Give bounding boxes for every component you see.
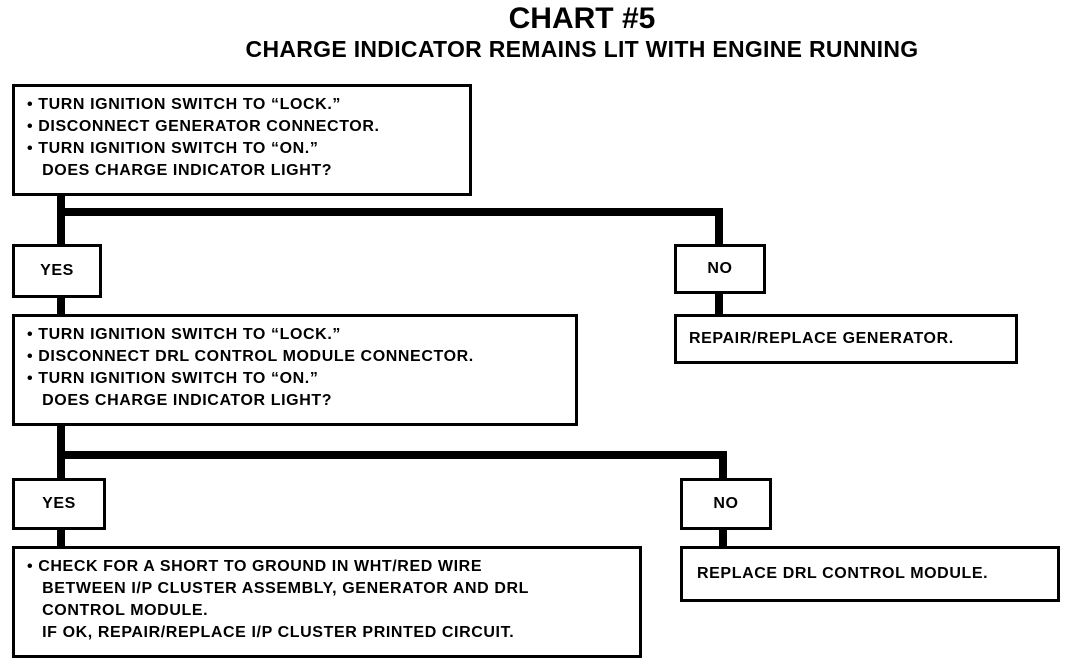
step3-box: • CHECK FOR A SHORT TO GROUND IN WHT/RED… [12, 546, 642, 658]
step1-line: • DISCONNECT GENERATOR CONNECTOR. [27, 118, 380, 135]
no-action-2-text: REPLACE DRL CONTROL MODULE. [697, 565, 989, 582]
yes-label-2: YES [12, 478, 106, 530]
step2-line: • TURN IGNITION SWITCH TO “LOCK.” [27, 326, 341, 343]
step1-line: • TURN IGNITION SWITCH TO “ON.” [27, 140, 319, 157]
no-action-1-box: REPAIR/REPLACE GENERATOR. [674, 314, 1018, 364]
step3-line: CONTROL MODULE. [27, 602, 209, 619]
connector-branch2-no-down [719, 451, 727, 481]
connector-branch2-horizontal [57, 451, 727, 459]
step2-box: • TURN IGNITION SWITCH TO “LOCK.” • DISC… [12, 314, 578, 426]
connector-step1-down [57, 192, 65, 246]
chart-title: CHART #5 [508, 2, 656, 35]
step2-line: • DISCONNECT DRL CONTROL MODULE CONNECTO… [27, 348, 474, 365]
no-label-1: NO [674, 244, 766, 294]
step3-line: • CHECK FOR A SHORT TO GROUND IN WHT/RED… [27, 558, 483, 575]
connector-branch1-no-down [715, 208, 723, 248]
connector-yes1-to-step2 [57, 296, 65, 316]
step3-line: BETWEEN I/P CLUSTER ASSEMBLY, GENERATOR … [27, 580, 530, 597]
step2-line: • TURN IGNITION SWITCH TO “ON.” [27, 370, 319, 387]
no-action-2-box: REPLACE DRL CONTROL MODULE. [680, 546, 1060, 602]
no-action-1-text: REPAIR/REPLACE GENERATOR. [689, 330, 954, 347]
step1-line: DOES CHARGE INDICATOR LIGHT? [27, 162, 333, 179]
no-label-2: NO [680, 478, 772, 530]
step1-box: • TURN IGNITION SWITCH TO “LOCK.” • DISC… [12, 84, 472, 196]
connector-no2-to-action [719, 528, 727, 548]
connector-branch1-horizontal [57, 208, 723, 216]
step3-line: IF OK, REPAIR/REPLACE I/P CLUSTER PRINTE… [27, 624, 515, 641]
connector-yes2-to-step3 [57, 528, 65, 548]
step2-line: DOES CHARGE INDICATOR LIGHT? [27, 392, 333, 409]
step1-line: • TURN IGNITION SWITCH TO “LOCK.” [27, 96, 341, 113]
chart-subtitle: CHARGE INDICATOR REMAINS LIT WITH ENGINE… [245, 36, 919, 62]
yes-label-1: YES [12, 244, 102, 298]
connector-no1-to-action [715, 292, 723, 316]
